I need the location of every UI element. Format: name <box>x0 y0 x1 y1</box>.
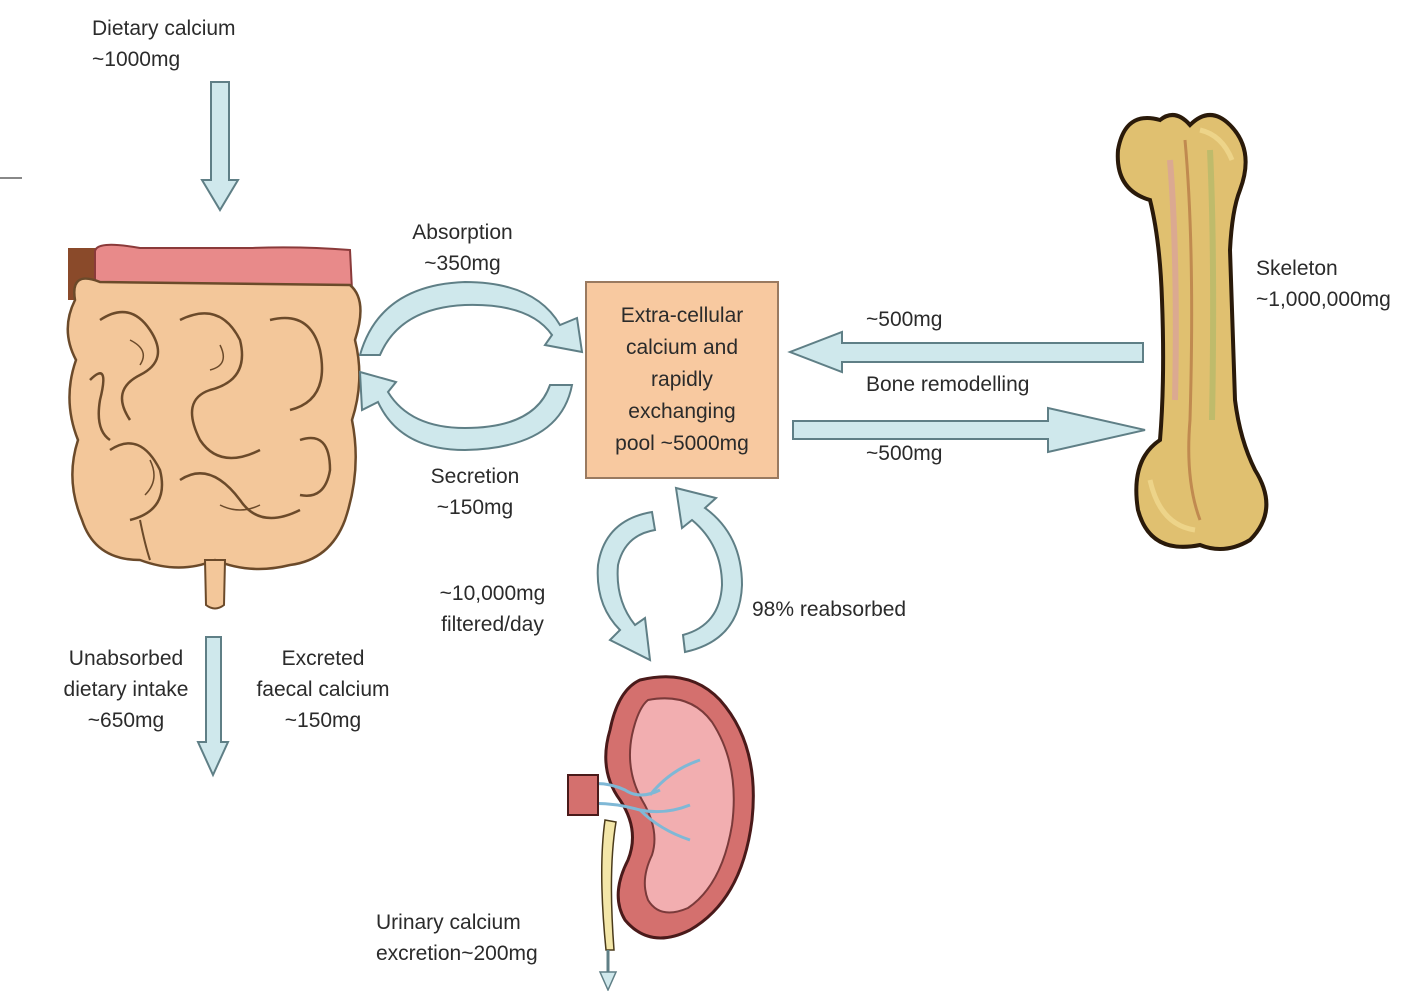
kidney-illustration <box>567 675 755 991</box>
secretion-arrow <box>358 370 574 452</box>
unabsorbed-label: Unabsorbed dietary intake ~650mg <box>48 643 204 736</box>
secretion-line1: Secretion <box>430 465 520 488</box>
absorption-label: Absorption ~350mg <box>400 217 525 279</box>
secretion-label: Secretion ~150mg <box>415 461 535 523</box>
dietary-line1: Dietary calcium <box>92 17 236 40</box>
skeleton-line1: Skeleton <box>1256 257 1338 280</box>
bone-illustration <box>1115 113 1269 551</box>
intestine-illustration <box>66 243 362 610</box>
urinary-line2: excretion~200mg <box>376 942 538 965</box>
absorption-arrow <box>358 280 584 356</box>
urinary-label: Urinary calcium excretion~200mg <box>376 907 538 969</box>
pool-line1: Extra-cellular <box>620 304 744 327</box>
filtered-arrow <box>596 510 657 662</box>
dietary-intake-arrow <box>200 81 240 212</box>
excreted-label: Excreted faecal calcium ~150mg <box>243 643 403 736</box>
dietary-line2: ~1000mg <box>92 48 181 71</box>
excreted-line2: faecal calcium <box>256 678 390 701</box>
filtered-label: ~10,000mg filtered/day <box>425 578 560 640</box>
bone-out-amount-label: ~500mg <box>866 442 943 465</box>
bone-to-pool-arrow <box>787 330 1144 374</box>
unabsorbed-arrow <box>196 636 230 778</box>
absorption-line2: ~350mg <box>424 252 501 275</box>
bone-in-amount-label: ~500mg <box>866 308 943 331</box>
excreted-line1: Excreted <box>281 647 365 670</box>
dietary-calcium-label: Dietary calcium ~1000mg <box>92 13 236 75</box>
unabsorbed-line2: dietary intake <box>63 678 189 701</box>
excreted-line3: ~150mg <box>284 709 362 732</box>
extracellular-pool-box: Extra-cellular calcium and rapidly excha… <box>585 281 779 479</box>
pool-line4: exchanging <box>628 400 736 423</box>
secretion-line2: ~150mg <box>436 496 514 519</box>
pool-to-bone-arrow <box>792 406 1146 454</box>
pool-line5: pool ~5000mg <box>615 432 749 455</box>
reabsorbed-label: 98% reabsorbed <box>752 598 907 621</box>
unabsorbed-line1: Unabsorbed <box>68 647 184 670</box>
bone-remodelling-label: Bone remodelling <box>866 373 1030 396</box>
absorption-line1: Absorption <box>412 221 513 244</box>
skeleton-line2: ~1,000,000mg <box>1256 288 1391 311</box>
reabsorbed-arrow <box>674 486 744 654</box>
filtered-line2: filtered/day <box>441 613 544 636</box>
urinary-line1: Urinary calcium <box>376 911 521 934</box>
pool-line3: rapidly <box>651 368 713 391</box>
filtered-line1: ~10,000mg <box>439 582 546 605</box>
skeleton-label: Skeleton ~1,000,000mg <box>1256 253 1391 315</box>
pool-line2: calcium and <box>625 336 739 359</box>
unabsorbed-line3: ~650mg <box>87 709 165 732</box>
